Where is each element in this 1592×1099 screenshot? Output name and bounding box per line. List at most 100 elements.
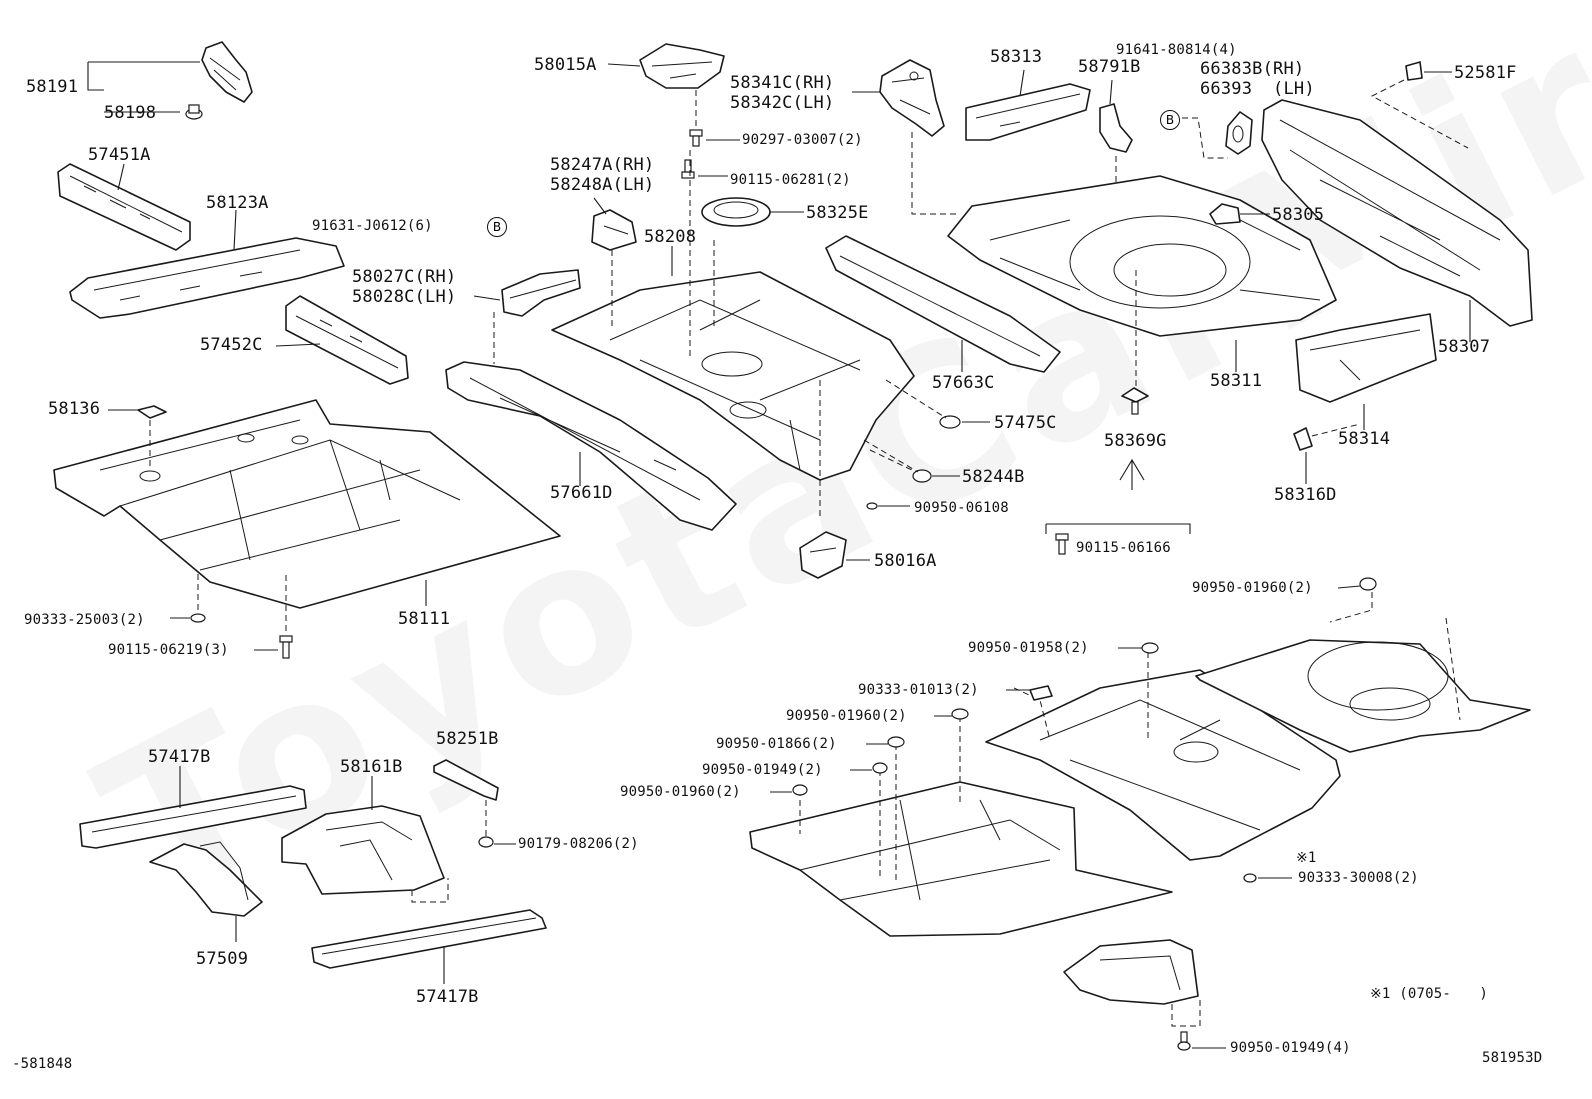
label-58244B: 58244B xyxy=(962,467,1025,487)
part-58251B xyxy=(433,759,499,801)
applicability-note: ※1 (0705- ) xyxy=(1370,986,1488,1002)
label-58325E: 58325E xyxy=(806,203,869,223)
bolt-90950-01949b xyxy=(1177,1031,1191,1051)
part-bottom-bracket xyxy=(1063,939,1199,1005)
label-57417B-upper: 57417B xyxy=(148,747,211,767)
part-57417B-upper xyxy=(79,785,307,849)
label-58251B: 58251B xyxy=(436,729,499,749)
part-52581F xyxy=(1405,61,1423,81)
dash-58316D xyxy=(1311,423,1361,437)
label-58247A: 58247A(RH) xyxy=(550,155,655,175)
dash-58161B xyxy=(411,878,449,903)
part-58191-bracket xyxy=(201,41,253,103)
dash-66383B xyxy=(1182,117,1228,159)
label-58307: 58307 xyxy=(1438,337,1491,357)
label-58316D: 58316D xyxy=(1274,485,1337,505)
label-58136: 58136 xyxy=(48,399,101,419)
part-58027C xyxy=(501,269,581,317)
part-58016A xyxy=(799,531,847,579)
illustration-code: 581953D xyxy=(1482,1050,1543,1066)
nut-90950-01960c xyxy=(792,784,808,796)
label-90950-01949-a: 90950-01949(2) xyxy=(702,762,823,778)
label-90333-30008: 90333-30008(2) xyxy=(1298,870,1419,886)
label-58208: 58208 xyxy=(644,227,697,247)
bolt-90115-06281 xyxy=(681,159,695,179)
leader-57452C xyxy=(275,343,321,347)
leader-58191 xyxy=(87,61,200,113)
label-90179-08206: 90179-08206(2) xyxy=(518,836,639,852)
label-57663C: 57663C xyxy=(932,373,995,393)
leader-90950-01960a xyxy=(1337,585,1361,589)
label-58342C: 58342C(LH) xyxy=(730,93,835,113)
marker-b-right: B xyxy=(1160,110,1180,130)
label-58161B: 58161B xyxy=(340,757,403,777)
label-58369G: 58369G xyxy=(1104,431,1167,451)
label-58016A: 58016A xyxy=(874,551,937,571)
part-58305 xyxy=(1209,203,1241,225)
part-57509 xyxy=(149,841,263,917)
part-58311-rear-floor xyxy=(947,175,1337,337)
label-90950-01958: 90950-01958(2) xyxy=(968,640,1089,656)
leader-58313 xyxy=(1019,69,1025,97)
label-90333-01013: 90333-01013(2) xyxy=(858,682,979,698)
part-58314 xyxy=(1295,313,1437,403)
part-57451A xyxy=(57,163,191,251)
assembly-rear-floor xyxy=(1195,639,1531,753)
label-58314: 58314 xyxy=(1338,429,1391,449)
label-90297-03007: 90297-03007(2) xyxy=(742,132,863,148)
label-58248A: 58248A(LH) xyxy=(550,175,655,195)
label-58028C: 58028C(LH) xyxy=(352,287,457,307)
label-52581F: 52581F xyxy=(1454,63,1517,83)
leader-57451A xyxy=(117,163,125,191)
leader-58027C xyxy=(473,295,501,301)
label-90333-25003: 90333-25003(2) xyxy=(24,612,145,628)
label-91641-80814: 91641-80814(4) xyxy=(1116,42,1237,58)
dash-assembly xyxy=(799,592,1461,884)
label-57417B-lower: 57417B xyxy=(416,987,479,1007)
label-58198: 58198 xyxy=(104,103,157,123)
part-58208-center-floor xyxy=(551,271,915,481)
label-66393: 66393 (LH) xyxy=(1200,79,1315,99)
plug-57475C xyxy=(939,415,961,429)
label-58305: 58305 xyxy=(1272,205,1325,225)
label-57452C: 57452C xyxy=(200,335,263,355)
leader-58791B xyxy=(1109,79,1113,105)
arrow-up xyxy=(1119,458,1145,490)
part-58161B xyxy=(281,805,445,895)
part-57417B-lower xyxy=(311,909,547,969)
dash-bottom-bracket xyxy=(1171,998,1201,1027)
dash-58341C xyxy=(911,132,960,215)
plug-58244B xyxy=(912,469,932,483)
part-58111-front-floor xyxy=(53,399,561,609)
label-58027C: 58027C(RH) xyxy=(352,267,457,287)
label-57451A: 57451A xyxy=(88,145,151,165)
leader-58247A xyxy=(593,197,607,215)
label-90950-01866: 90950-01866(2) xyxy=(716,736,837,752)
nut-90950-01866 xyxy=(887,736,905,748)
bolt-90297 xyxy=(689,129,703,147)
nut-90950-01960b xyxy=(951,708,969,720)
dash-plugs xyxy=(863,379,947,473)
label-58111: 58111 xyxy=(398,609,451,629)
assembly-center-floor xyxy=(985,669,1341,861)
part-58123A xyxy=(69,237,345,319)
plug-90950-06108 xyxy=(866,502,878,510)
label-57475C: 57475C xyxy=(994,413,1057,433)
label-58341C: 58341C(RH) xyxy=(730,73,835,93)
part-58247A xyxy=(591,209,637,251)
part-58136-plug xyxy=(137,405,167,419)
part-58313 xyxy=(965,83,1091,141)
label-58313: 58313 xyxy=(990,47,1043,67)
part-58316D xyxy=(1293,427,1313,451)
part-58341C xyxy=(879,59,945,137)
label-58015A: 58015A xyxy=(534,55,597,75)
label-90950-06108: 90950-06108 xyxy=(914,500,1009,516)
label-90115-06166: 90115-06166 xyxy=(1076,540,1171,556)
label-ref-1: ※1 xyxy=(1296,850,1317,866)
label-58311: 58311 xyxy=(1210,371,1263,391)
bolt-90179 xyxy=(478,836,494,848)
label-90115-06281: 90115-06281(2) xyxy=(730,172,851,188)
part-57663C xyxy=(825,235,1061,373)
bolt-58198 xyxy=(185,104,203,120)
label-66383B: 66383B(RH) xyxy=(1200,59,1305,79)
